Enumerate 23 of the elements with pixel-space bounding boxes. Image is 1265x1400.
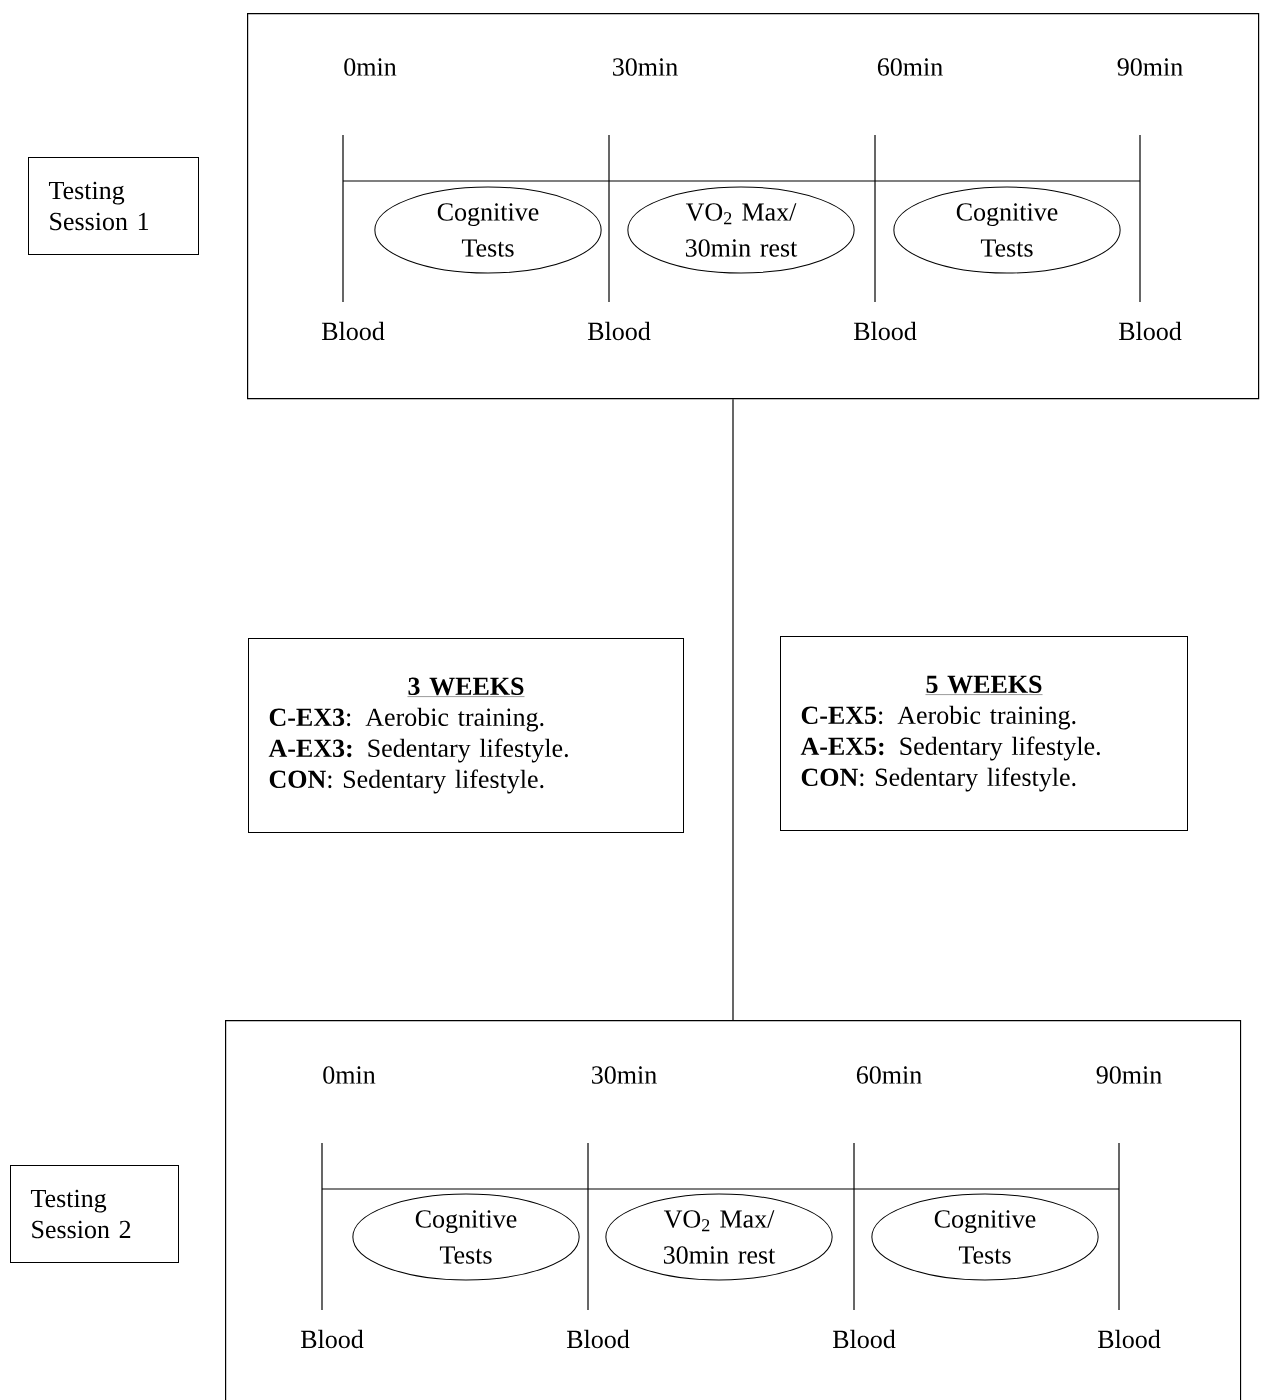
time-label: 60min	[877, 58, 943, 76]
blood-label: Blood	[321, 321, 385, 341]
blood-label: Blood	[587, 321, 651, 341]
blood-label: Blood	[1118, 321, 1182, 341]
blood-label: Blood	[1097, 1329, 1161, 1349]
blood-label: Blood	[853, 321, 917, 341]
time-label: 0min	[344, 58, 397, 76]
blood-label: Blood	[566, 1329, 630, 1349]
time-label: 30min	[613, 58, 678, 76]
time-label: 30min	[592, 1066, 657, 1084]
connector-line	[732, 398, 734, 1021]
session-box	[247, 13, 1260, 400]
group-box: 3 WEEKS C-EX3: Aerobic training. A-EX3: Sedentary lifestyle. CON: Sedentary lifestyle.	[248, 638, 684, 833]
session-label-box: Testing Session 2	[10, 1165, 179, 1263]
session-label-box: Testing Session 1	[28, 157, 199, 255]
time-label: 90min	[1096, 1066, 1162, 1084]
group-box: 5 WEEKS C-EX5: Aerobic training. A-EX5: Sedentary lifestyle. CON: Sedentary lifestyle.	[780, 636, 1188, 831]
blood-label: Blood	[832, 1329, 896, 1349]
time-label: 60min	[856, 1066, 922, 1084]
blood-label: Blood	[300, 1329, 364, 1349]
time-label: 90min	[1117, 58, 1183, 76]
time-label: 0min	[323, 1066, 376, 1084]
session-box	[225, 1020, 1242, 1400]
